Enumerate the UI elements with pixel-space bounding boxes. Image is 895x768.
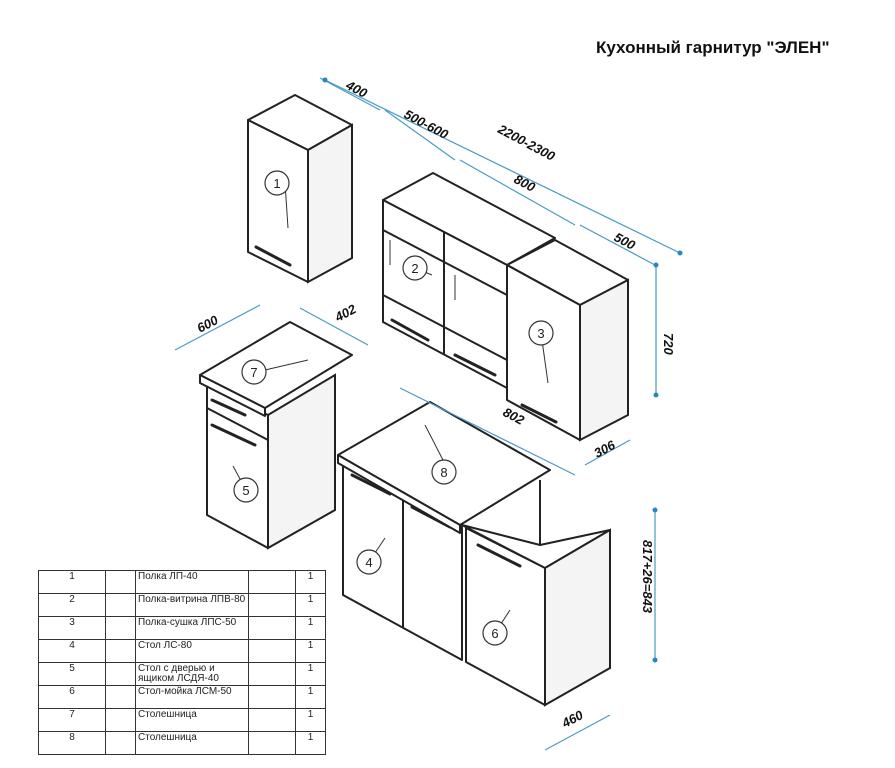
part-qty: 1: [295, 616, 326, 640]
cabinet-3-dryer: [506, 239, 629, 442]
parts-table-row: 6 Стол-мойка ЛСМ-50 1: [38, 685, 326, 709]
part-qty: 1: [295, 593, 326, 617]
dim-sink-depth: 460: [558, 707, 586, 731]
dim-gap: 500-600: [402, 106, 452, 142]
svg-text:1: 1: [273, 176, 280, 191]
cabinet-5-table-drawer: [199, 321, 353, 550]
drawing-title: Кухонный гарнитур "ЭЛЕН": [596, 38, 830, 57]
svg-text:6: 6: [491, 626, 498, 641]
part-number: 5: [38, 662, 106, 686]
callout-6: 6: [482, 609, 511, 646]
svg-text:3: 3: [537, 326, 544, 341]
svg-text:8: 8: [440, 465, 447, 480]
part-name: Стол ЛС-80: [135, 639, 249, 663]
callout-3: 3: [528, 320, 554, 384]
parts-table-row: 4 Стол ЛС-80 1: [38, 639, 326, 663]
svg-text:2: 2: [411, 261, 418, 276]
part-qty: 1: [295, 570, 326, 594]
part-qty: 1: [295, 731, 326, 755]
svg-text:4: 4: [365, 555, 372, 570]
dim-upper-height: 720: [661, 333, 676, 355]
part-qty: 1: [295, 639, 326, 663]
part-number: 7: [38, 708, 106, 732]
part-number: 8: [38, 731, 106, 755]
part-name: Полка-витрина ЛПВ-80: [135, 593, 249, 617]
cabinet-1-shelf: [247, 94, 353, 284]
callout-2: 2: [402, 255, 433, 281]
parts-table-row: 7 Столешница 1: [38, 708, 326, 732]
parts-table-row: 8 Столешница 1: [38, 731, 326, 755]
part-name: Стол с дверью и ящиком ЛСДЯ-40: [135, 662, 249, 686]
dim-upper-side-depth: 306: [591, 437, 618, 461]
part-name: Столешница: [135, 731, 249, 755]
dim-base-height: 817+26=843: [640, 540, 655, 614]
part-qty: 1: [295, 662, 326, 686]
part-number: 1: [38, 570, 106, 594]
dim-table-depth: 402: [331, 301, 359, 325]
part-name: Полка-сушка ЛПС-50: [135, 616, 249, 640]
dim-dryer-width: 500: [612, 229, 639, 253]
part-name: Полка ЛП-40: [135, 570, 249, 594]
dim-total-length: 2200-2300: [495, 121, 558, 164]
svg-text:7: 7: [250, 365, 257, 380]
parts-table-row: 5 Стол с дверью и ящиком ЛСДЯ-40 1: [38, 662, 326, 686]
callout-8: 8: [424, 424, 457, 485]
dim-table-width: 600: [194, 312, 221, 336]
part-number: 3: [38, 616, 106, 640]
callout-1: 1: [264, 170, 290, 229]
svg-text:5: 5: [242, 483, 249, 498]
part-number: 2: [38, 593, 106, 617]
callout-7: 7: [241, 359, 309, 385]
part-qty: 1: [295, 708, 326, 732]
cabinet-6-sink: [461, 480, 611, 707]
dimension-lines: [174, 77, 683, 751]
part-number: 6: [38, 685, 106, 709]
parts-table-row: 1 Полка ЛП-40 1: [38, 570, 326, 594]
callout-4: 4: [356, 537, 386, 575]
part-number: 4: [38, 639, 106, 663]
part-name: Стол-мойка ЛСМ-50: [135, 685, 249, 709]
parts-table-row: 2 Полка-витрина ЛПВ-80 1: [38, 593, 326, 617]
parts-table-row: 3 Полка-сушка ЛПС-50 1: [38, 616, 326, 640]
dim-upper-depth: 400: [343, 77, 371, 101]
part-name: Столешница: [135, 708, 249, 732]
part-qty: 1: [295, 685, 326, 709]
callout-5: 5: [232, 465, 259, 503]
